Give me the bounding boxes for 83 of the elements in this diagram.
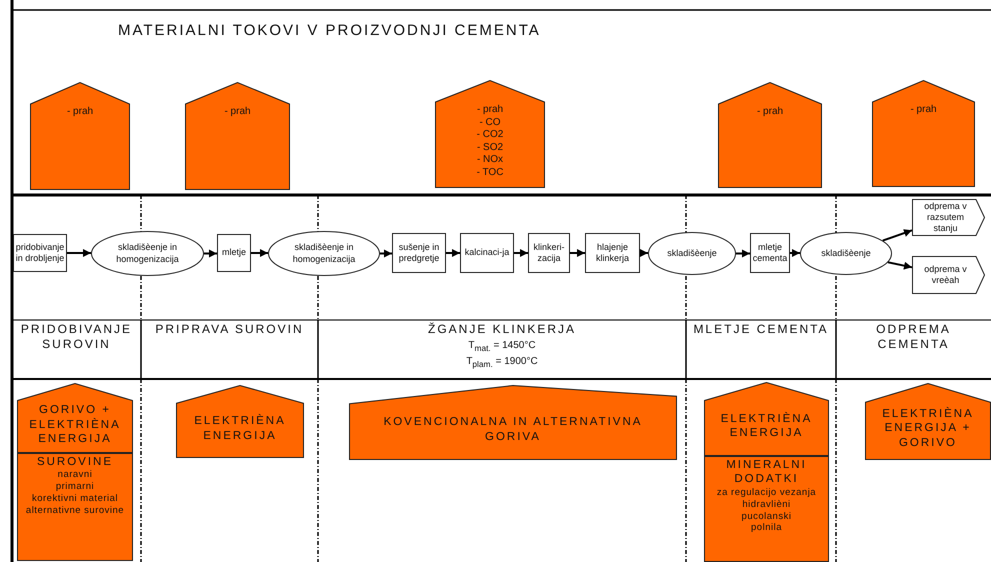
input-label: ELEKTRIÈNA ENERGIJA [193, 414, 287, 443]
emission-pentagon [872, 80, 975, 187]
process-label: mletje [222, 247, 246, 259]
input-item: hidravlièni [742, 498, 791, 510]
storage-ellipse [268, 231, 380, 276]
input-box [704, 456, 829, 562]
stage-heading: ŽGANJE KLINKERJA [428, 322, 576, 337]
input-item: primarni [56, 481, 94, 494]
emission-label: - NOx [476, 154, 504, 166]
emission-label: - CO2 [476, 129, 504, 142]
input-label: GORIVO + ELEKTRIÈNA ENERGIJA [28, 403, 122, 447]
input-item: alternativne surovine [26, 505, 124, 517]
emission-label: - prah [910, 104, 937, 116]
arrow [790, 249, 800, 257]
process-label: pridobivanje in drobljenje [16, 242, 64, 264]
process-label: skladišèenje [821, 248, 871, 260]
arrow [204, 250, 217, 258]
arrow [888, 261, 912, 270]
input-label: ELEKTRIÈNA ENERGIJA [720, 412, 814, 440]
arrow [380, 250, 392, 258]
process-label: mletje cementa [752, 242, 788, 264]
input-pentagon [704, 382, 829, 456]
temperature-note: T$_{mat.}$ = 1450°C [468, 340, 536, 354]
input-pentagon [17, 383, 133, 453]
process-box [750, 233, 790, 273]
storage-ellipse [91, 231, 204, 276]
process-box [460, 233, 514, 273]
process-box [528, 233, 570, 273]
input-item: polnila [751, 522, 782, 534]
arrow [67, 249, 91, 257]
arrow [640, 249, 648, 257]
shipping-tag [912, 199, 985, 236]
stage-heading: ODPREMA CEMENTA [875, 322, 952, 352]
arrow [736, 250, 750, 258]
arrow [570, 249, 585, 257]
shipping-tag [912, 256, 985, 294]
arrow [882, 229, 912, 242]
emission-label: - prah [756, 106, 784, 118]
arrow [446, 249, 460, 257]
emission-pentagon [30, 82, 130, 190]
emission-label: - TOC [476, 166, 504, 179]
input-pentagon [865, 383, 991, 460]
arrow [251, 249, 268, 257]
emission-label: - prah [66, 106, 94, 118]
emission-label: - prah [476, 104, 504, 116]
emission-pentagon [435, 80, 545, 188]
input-heading: SUROVINE [36, 455, 114, 470]
input-label: KOVENCIONALNA IN ALTERNATIVNA GORIVA [382, 415, 644, 444]
emission-label: - SO2 [476, 142, 504, 154]
emission-pentagon [718, 82, 822, 188]
arrow [514, 249, 528, 257]
process-label: skladišèenje in homogenizacija [292, 242, 356, 265]
input-heading: MINERALNI DODATKI [725, 458, 808, 487]
storage-ellipse [800, 232, 892, 275]
stage-heading: MLETJE CEMENTA [693, 322, 829, 337]
process-label: klinkeri-zacija [532, 242, 566, 264]
diagram-title: MATERIALNI TOKOVI V PROIZVODNJI CEMENTA [118, 22, 541, 39]
process-label: sušenje in predgretje [398, 242, 440, 264]
input-label: ELEKTRIÈNA ENERGIJA + GORIVO [881, 406, 975, 450]
stage-heading: PRIDOBIVANJE SUROVIN [20, 322, 134, 352]
process-box [217, 234, 251, 272]
stage-heading: PRIPRAVA SUROVIN [155, 322, 304, 337]
process-label: skladišèenje in homogenizacija [115, 242, 180, 265]
emission-pentagon [185, 82, 290, 190]
input-item: pucolanski [742, 510, 792, 522]
process-label: odprema v razsutem stanju [923, 200, 968, 234]
emission-label: - CO [479, 116, 501, 129]
storage-ellipse [648, 232, 736, 275]
temperature-note: T$_{plam.}$ = 1900°C [466, 356, 538, 370]
input-item: naravni [58, 469, 92, 482]
process-label: kalcinaci-ja [464, 247, 510, 259]
process-box [13, 234, 67, 272]
input-item: za regulacijo vezanja [716, 486, 816, 499]
input-item: korektivni material [32, 493, 118, 505]
input-box [17, 453, 133, 561]
process-label: odprema v vreèah [923, 264, 968, 286]
process-box [585, 233, 640, 273]
process-label: hlajenje klinkerja [594, 242, 630, 264]
process-label: skladišèenje [667, 248, 717, 260]
input-pentagon [349, 385, 677, 460]
process-box [392, 233, 446, 273]
emission-label: - prah [224, 106, 251, 118]
input-pentagon [176, 385, 304, 458]
